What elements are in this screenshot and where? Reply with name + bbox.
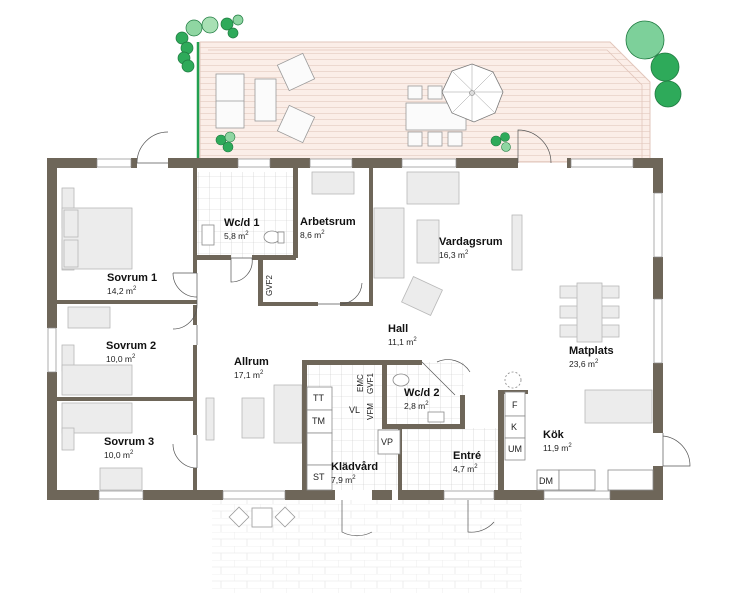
desk-icon	[67, 306, 111, 329]
label-gvf1: GVF1	[366, 373, 375, 394]
storage-cabinet	[306, 464, 333, 491]
coffee-table-icon	[241, 397, 265, 439]
sofa-icon	[273, 384, 303, 444]
label-vl: VL	[349, 405, 361, 415]
outdoor-furniture	[228, 506, 296, 528]
wcd2-tiles	[386, 362, 464, 428]
oven	[504, 437, 526, 461]
water-heater	[377, 429, 401, 455]
terrace	[196, 41, 651, 163]
lounge-chair-icon	[276, 104, 316, 144]
armchair-icon	[401, 276, 443, 316]
label-tt: TT	[313, 393, 324, 403]
label-vfm: VFM	[366, 403, 375, 420]
label-k: K	[511, 422, 518, 432]
coffee-table-icon	[416, 219, 440, 264]
walls	[47, 158, 663, 500]
sink-icon	[427, 411, 445, 423]
tv-icon	[511, 214, 523, 271]
label-um: UM	[508, 444, 522, 454]
plant-pot-icon	[504, 371, 522, 389]
label-gvf2: GVF2	[265, 275, 274, 296]
sink-icon	[201, 224, 215, 246]
furniture	[61, 171, 653, 491]
dining-table-icon	[576, 282, 603, 343]
plant-icon	[215, 131, 236, 153]
label-tm: TM	[312, 416, 325, 426]
toilet-icon	[392, 373, 410, 387]
entre-tiles	[402, 428, 498, 490]
kitchen-sink-icon	[558, 469, 596, 491]
sofa-icon	[373, 207, 405, 279]
lounge-chair-icon	[276, 52, 316, 92]
plant-icon	[490, 132, 511, 152]
kitchen-island-icon	[584, 389, 653, 424]
door-terrace-left	[136, 131, 169, 164]
plant-icon	[175, 14, 244, 73]
terrace-table	[254, 78, 277, 122]
dining-chair-icon	[407, 85, 423, 100]
single-bed-icon	[61, 364, 133, 396]
label-st: ST	[313, 472, 325, 482]
desk-icon	[311, 171, 355, 195]
label-emc: EMC	[356, 374, 365, 392]
windows	[47, 158, 663, 500]
label-vp: VP	[381, 437, 394, 447]
label-dm: DM	[539, 476, 553, 486]
doors	[136, 129, 691, 537]
stove-icon	[607, 469, 654, 491]
door-terrace-right	[517, 129, 552, 164]
tv-icon	[205, 397, 215, 441]
desk-icon	[99, 467, 143, 491]
terrace-furniture	[215, 52, 504, 147]
sofa-icon	[406, 171, 460, 205]
label-f: F	[512, 400, 518, 410]
fixtures	[201, 224, 654, 491]
tree-icon	[625, 20, 682, 108]
